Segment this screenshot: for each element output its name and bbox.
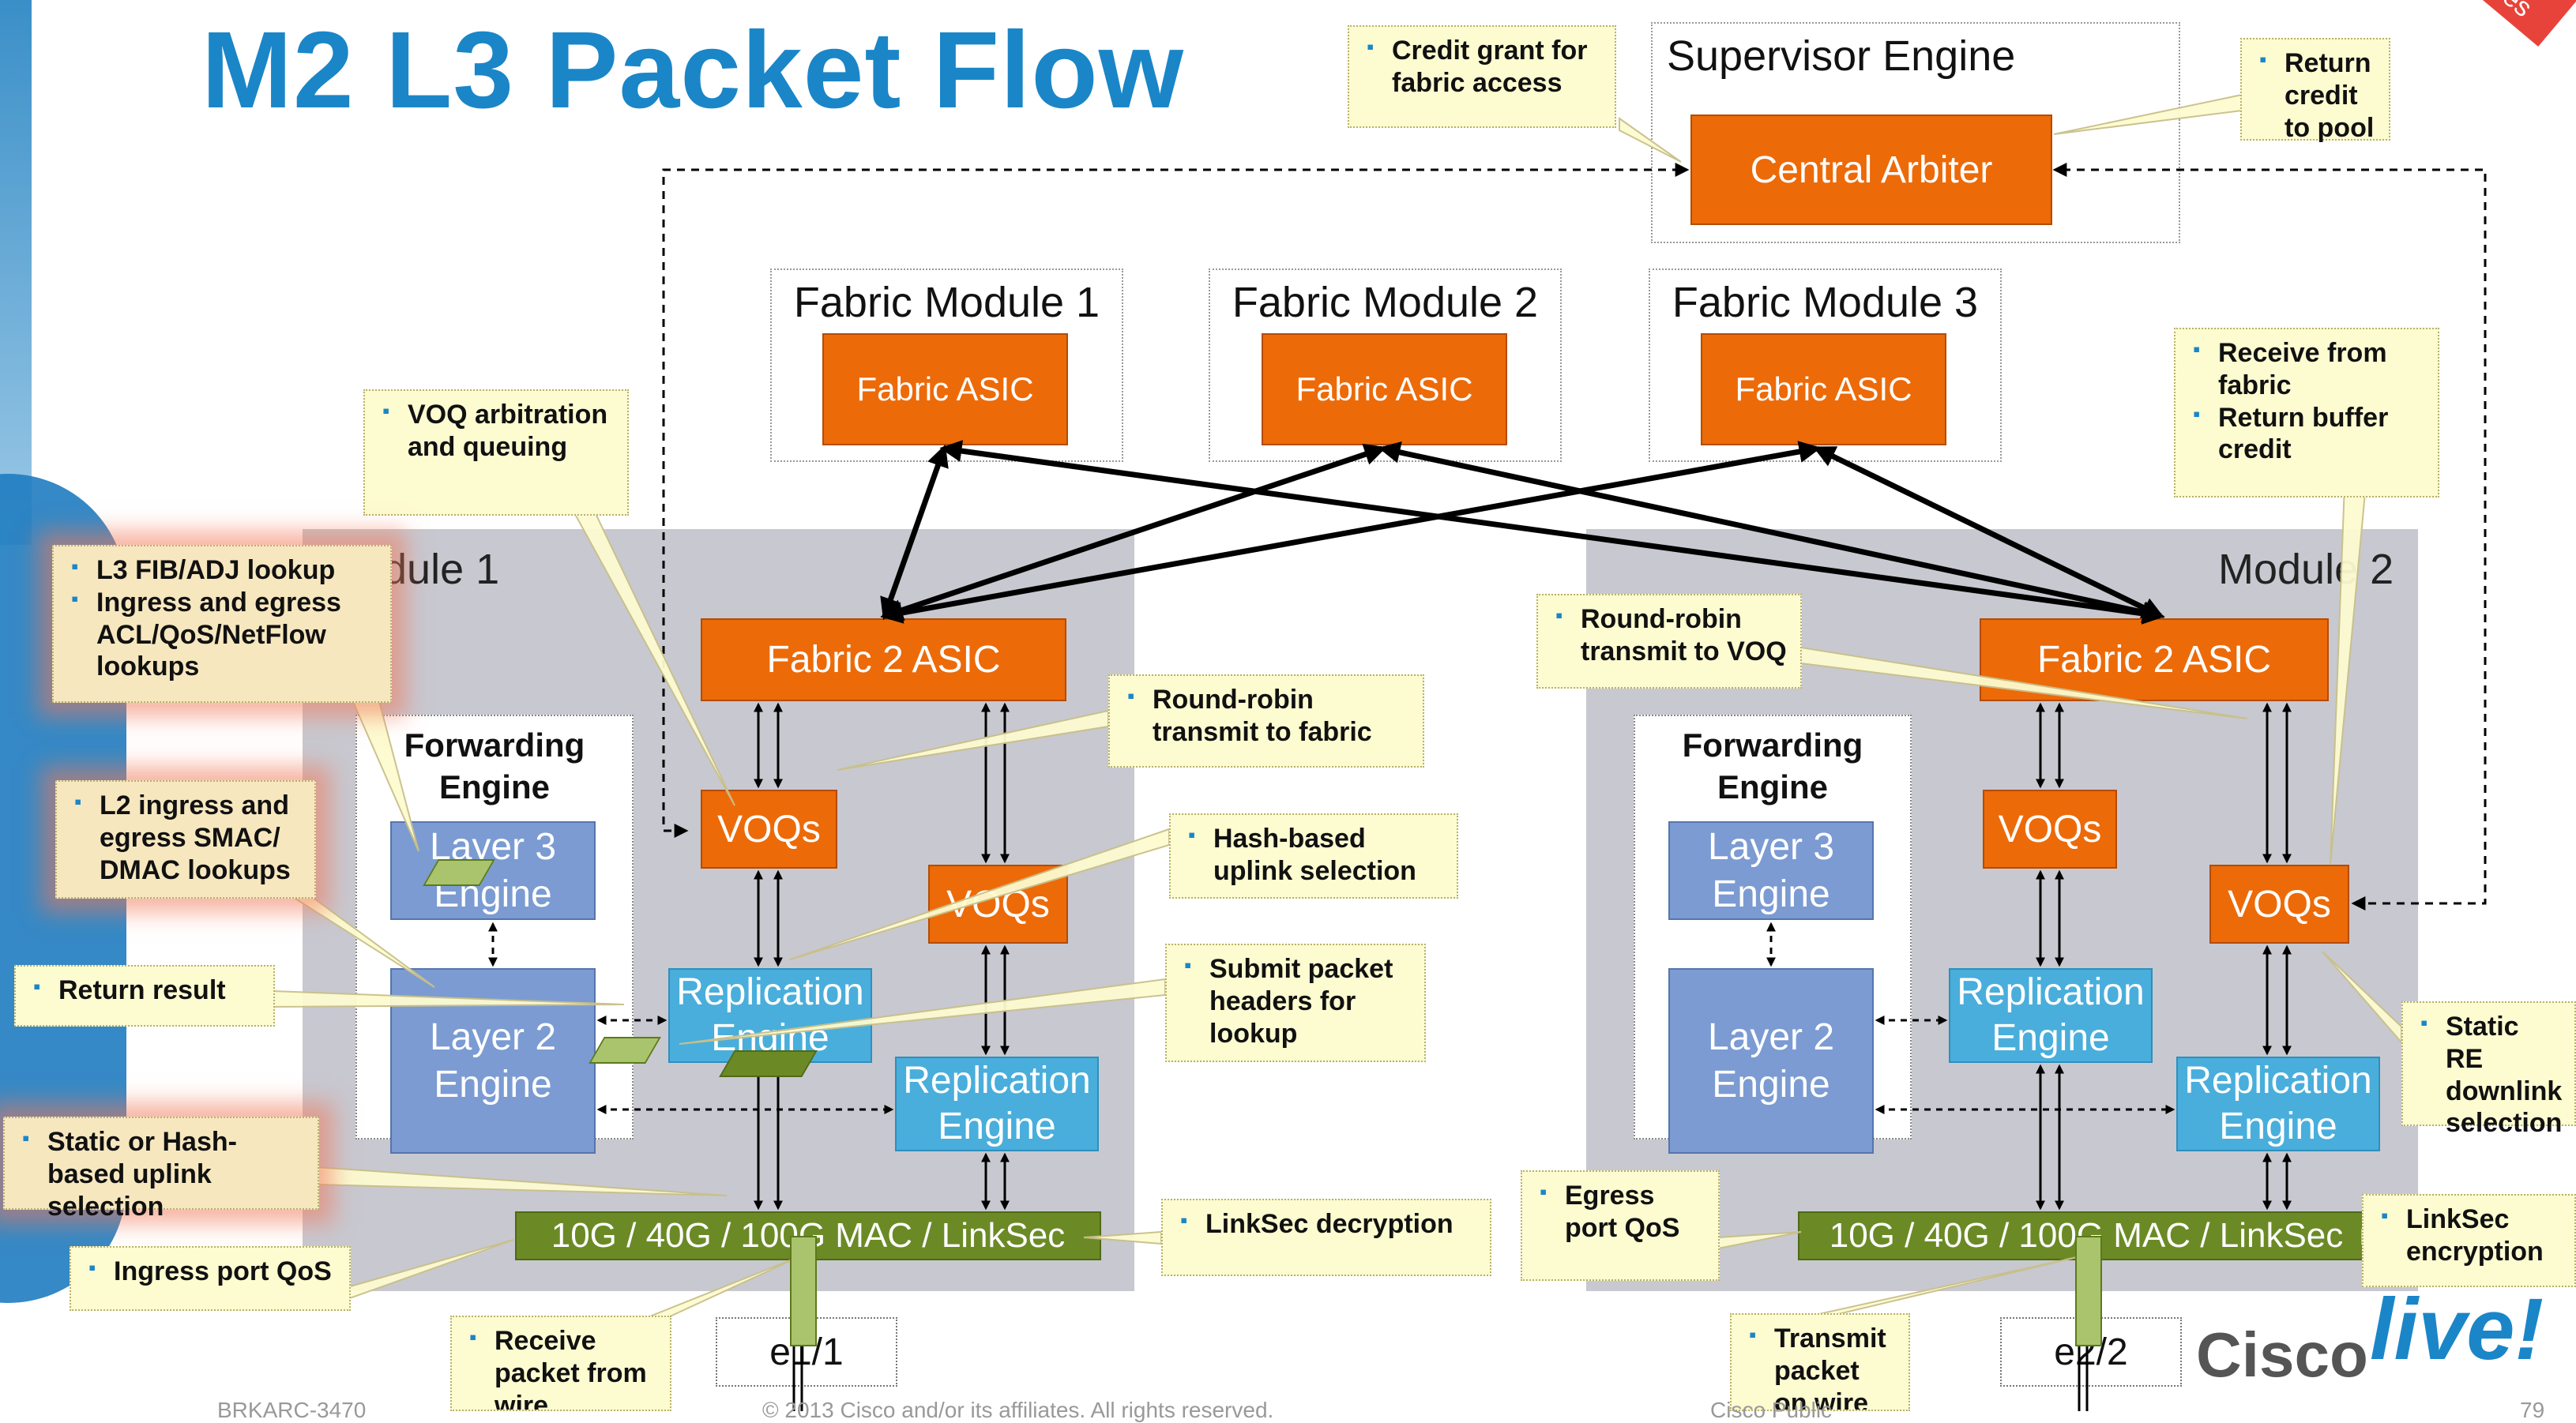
callout-round-robin-voq: Round-robin transmit to VOQ xyxy=(1536,594,1802,689)
fabric-asic-3: Fabric ASIC xyxy=(1701,333,1946,445)
page-title: M2 L3 Packet Flow xyxy=(201,9,1185,131)
callout-ingress-port-qos: Ingress port QoS xyxy=(70,1246,351,1311)
packet-on-wire xyxy=(2075,1236,2102,1346)
port-e2-2: e2/2 xyxy=(2000,1317,2182,1387)
m1-forwarding-engine-title: Forwarding Engine xyxy=(404,727,585,805)
m1-mac-linksec: 10G / 40G / 100G MAC / LinkSec xyxy=(515,1211,1101,1260)
footer-classification: Cisco Public xyxy=(1710,1398,1833,1422)
m1-replication-engine-left: Replication Engine xyxy=(668,968,872,1063)
callout-voq-arbitration: VOQ arbitration and queuing xyxy=(363,389,629,516)
callout-l3-lookup: L3 FIB/ADJ lookupIngress and egress ACL/… xyxy=(52,545,392,703)
packet-header-glyph xyxy=(719,1050,818,1077)
callout-hash-uplink: Hash-based uplink selection xyxy=(1169,813,1458,899)
packet-on-wire xyxy=(790,1236,817,1346)
cisco-live-logo: Cisco live! xyxy=(2196,1281,2544,1406)
callout-return-credit: Return credit to pool xyxy=(2240,38,2390,143)
footer-session-id: BRKARC-3470 xyxy=(217,1398,367,1422)
callout-transmit-packet: Transmit packet on wire xyxy=(1730,1313,1910,1411)
callout-receive-from-fabric: Receive from fabricReturn buffer credit xyxy=(2174,328,2439,497)
callout-l2-lookup: L2 ingress and egress SMAC/ DMAC lookups xyxy=(55,780,316,899)
callout-credit-grant: Credit grant for fabric access xyxy=(1348,25,1616,128)
central-arbiter: Central Arbiter xyxy=(1690,115,2052,225)
callout-egress-port-qos: Egress port QoS xyxy=(1521,1170,1720,1281)
callout-linksec-encryption: LinkSec encryption xyxy=(2362,1194,2576,1287)
callout-round-robin-fabric: Round-robin transmit to fabric xyxy=(1108,674,1424,768)
fabric-module-3-label: Fabric Module 3 xyxy=(1672,279,1979,326)
callout-static-re-downlink: Static RE downlink selection xyxy=(2401,1001,2576,1138)
m2-layer3-engine: Layer 3 Engine xyxy=(1668,821,1874,920)
supervisor-engine-label: Supervisor Engine xyxy=(1667,32,2016,80)
m2-replication-engine-right: Replication Engine xyxy=(2176,1057,2380,1151)
cisco-wordmark: Cisco xyxy=(2196,1320,2368,1390)
callout-submit-headers: Submit packet headers for lookup xyxy=(1165,944,1426,1062)
m1-replication-engine-right: Replication Engine xyxy=(895,1057,1099,1151)
m2-layer2-engine: Layer 2 Engine xyxy=(1668,968,1874,1154)
callout-linksec-decryption: LinkSec decryption xyxy=(1161,1199,1491,1276)
m2-replication-engine-left: Replication Engine xyxy=(1949,968,2153,1063)
m1-layer3-engine: Layer 3 Engine xyxy=(390,821,596,920)
live-wordmark: live! xyxy=(2370,1281,2544,1378)
m2-forwarding-engine-title: Forwarding Engine xyxy=(1682,727,1863,805)
callout-receive-packet: Receive packet from wire xyxy=(450,1316,671,1411)
footer-copyright: © 2013 Cisco and/or its affiliates. All … xyxy=(762,1398,1274,1422)
callout-static-hash-uplink: Static or Hash-based uplink selection xyxy=(3,1117,319,1222)
left-accent-bar xyxy=(0,0,32,545)
callout-return-result: Return result xyxy=(14,965,275,1027)
